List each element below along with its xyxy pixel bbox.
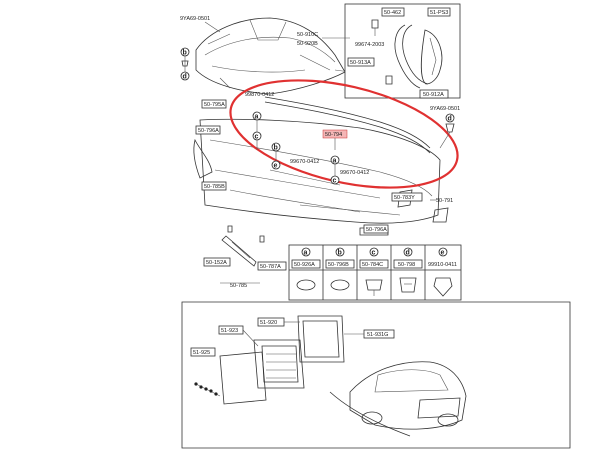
callout-50796a: 50-796A: [198, 128, 219, 134]
letter-d-left: d: [183, 74, 187, 81]
front-car-sketch: [195, 17, 351, 95]
callout-50462: 50-462: [384, 10, 401, 16]
callout-50787a: 50-787A: [260, 264, 281, 270]
callout-9ya69-right: 9YA69-0501: [430, 106, 460, 112]
callout-50795a: 50-795A: [204, 102, 225, 108]
callout-51920: 51-920: [260, 320, 277, 326]
letter-c-upper: c: [255, 134, 259, 141]
louver-vent: [219, 339, 305, 405]
letter-a-mid: a: [333, 158, 337, 165]
callout-51931g: 51-931G: [367, 332, 388, 338]
callout-51925: 51-925: [193, 350, 210, 356]
callout-51923: 51-923: [221, 328, 238, 334]
table-label-c: 50-784C: [362, 262, 383, 268]
callout-50794: 50-794: [325, 132, 342, 138]
callout-50912a: 50-912A: [423, 92, 444, 98]
callout-99674: 99674-2003: [355, 42, 384, 48]
fastener-row: [194, 382, 221, 397]
callout-99670-b: 99670-0412: [290, 159, 319, 165]
table-letter-b: b: [338, 250, 342, 257]
callout-51ps3: 51-PS3: [430, 10, 448, 16]
top-right-inset: [344, 3, 461, 99]
callout-99670-c: 99670-0412: [340, 170, 369, 176]
letter-a-upper: a: [255, 114, 259, 121]
cowl-panel: [193, 96, 449, 236]
callout-50785: 50-785: [230, 283, 247, 289]
callout-50791: 50-791: [436, 198, 453, 204]
letter-c-mid: c: [333, 178, 337, 185]
table-label-b: 50-796B: [328, 262, 349, 268]
gasket: [297, 315, 345, 363]
callout-50152a: 50-152A: [206, 260, 227, 266]
table-letter-e: e: [441, 250, 445, 257]
rear-car-sketch: [349, 361, 467, 430]
wiper-fastener: [221, 225, 265, 267]
callout-50785b: 50-785B: [204, 184, 225, 190]
callout-50783y: 50-783Y: [394, 195, 415, 201]
callout-top-left: 9YA69-0501: [180, 16, 210, 22]
table-label-e: 99910-0411: [428, 262, 457, 268]
table-letter-a: a: [304, 250, 308, 257]
letter-b-left: b: [183, 50, 187, 57]
letter-e-mid: e: [274, 163, 278, 170]
callout-50910c: 50-910C: [297, 32, 318, 38]
letter-d-right: d: [448, 116, 452, 123]
table-label-a: 50-926A: [294, 262, 315, 268]
table-label-d: 50-798: [398, 262, 415, 268]
callout-50796a-low: 50-796A: [366, 227, 387, 233]
table-letter-c: c: [372, 250, 376, 257]
callout-99870: 99870-0412: [245, 92, 274, 98]
callout-50920b: 50-920B: [297, 41, 318, 47]
bottom-frame: [181, 301, 571, 449]
letter-b-mid: b: [274, 145, 278, 152]
callout-50913a: 50-913A: [350, 60, 371, 66]
table-letter-d: d: [406, 250, 410, 257]
